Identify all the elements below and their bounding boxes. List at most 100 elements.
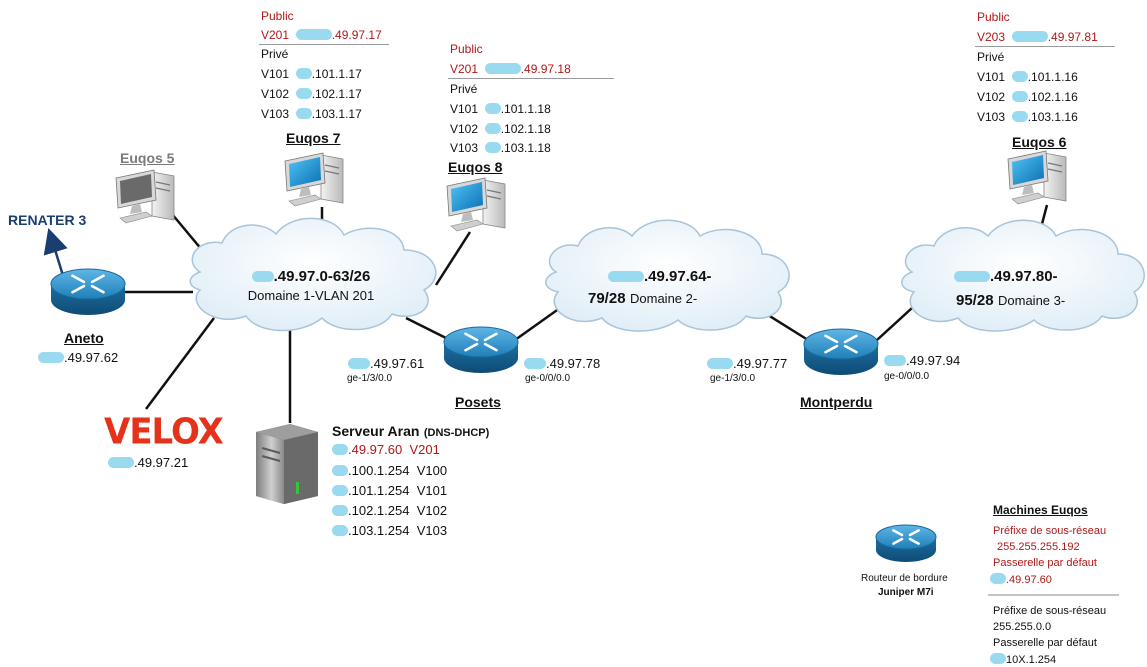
redacted-octet <box>1011 111 1028 122</box>
legend-router-caption-1: Routeur de bordure <box>861 573 948 584</box>
posets-ip-right: .49.97.78 <box>524 356 600 371</box>
montperdu-ip-right: .49.97.94 <box>884 353 960 368</box>
euqos8-rule <box>448 78 614 79</box>
euqos6-public-line: V203 .49.97.81 <box>977 30 1098 44</box>
euqos6-prive-2: V102 .102.1.16 <box>977 90 1078 104</box>
redacted-octet <box>332 465 348 476</box>
cloud-domaine-1 <box>189 217 437 332</box>
workstations <box>115 150 1067 232</box>
router-posets-name: Posets <box>455 394 501 410</box>
euqos5-name: Euqos 5 <box>120 150 175 166</box>
euqos6-name: Euqos 6 <box>1012 134 1067 150</box>
posets-if-right: ge-0/0/0.0 <box>525 373 571 384</box>
euqos8-public-line: V201 .49.97.18 <box>450 62 571 76</box>
redacted-octet <box>484 103 501 114</box>
router-aneto-ip: .49.97.62 <box>38 350 118 365</box>
legend-router-caption-2: Juniper M7i <box>878 587 934 598</box>
velox-logo: VELOX <box>104 411 224 453</box>
euqos8-public-label: Public <box>450 42 483 56</box>
legend-priv-gw: 10X.1.254 <box>990 653 1056 666</box>
redacted-octet <box>608 271 644 282</box>
link-velox-d1 <box>144 317 216 410</box>
server-line-3: .101.1.254 V101 <box>332 483 447 498</box>
renater-label: RENATER 3 <box>8 212 87 228</box>
legend-priv-prefix-label: Préfixe de sous-réseau <box>993 605 1107 617</box>
redacted-octet <box>884 355 906 366</box>
domaine-1-text: .49.97.0-63/26 Domaine 1-VLAN 201 <box>226 268 396 303</box>
euqos8-prive-2: V102 .102.1.18 <box>450 122 551 136</box>
redacted-octet <box>108 457 134 468</box>
euqos7-prive-2: V102 .102.1.17 <box>261 87 362 101</box>
legend-pub-gw: .49.97.60 <box>990 573 1052 586</box>
legend-pub-prefix-label: Préfixe de sous-réseau <box>993 525 1107 537</box>
montperdu-if-left: ge-1/3/0.0 <box>710 373 756 384</box>
router-montperdu-name: Montperdu <box>800 394 873 410</box>
redacted-octet <box>954 271 990 282</box>
server-line-1: .49.97.60 V201 <box>332 442 440 457</box>
domaine-3-line2: 95/28 Domaine 3- <box>956 292 1066 309</box>
legend-priv-gw-label: Passerelle par défaut <box>993 637 1097 649</box>
euqos7-prive-3: V103 .103.1.17 <box>261 107 362 121</box>
server-line-4: .102.1.254 V102 <box>332 503 447 518</box>
legend-priv-prefix: 255.255.0.0 <box>993 621 1052 633</box>
redacted-octet <box>484 123 501 134</box>
router-posets-icon <box>443 326 519 373</box>
redacted-octet <box>1011 31 1048 42</box>
posets-ip-left: .49.97.61 <box>348 356 424 371</box>
euqos7-name: Euqos 7 <box>286 130 341 146</box>
redacted-octet <box>990 573 1006 584</box>
domaine-3-net: .49.97.80- <box>954 268 1058 286</box>
link-d1-posets <box>405 316 451 342</box>
redacted-octet <box>484 63 521 74</box>
router-aneto-icon <box>50 268 126 315</box>
server-line-5: .103.1.254 V103 <box>332 523 447 538</box>
euqos6-prive-label: Privé <box>977 50 1005 64</box>
euqos6-prive-3: V103 .103.1.16 <box>977 110 1078 124</box>
posets-if-left: ge-1/3/0.0 <box>347 373 393 384</box>
redacted-octet <box>295 108 312 119</box>
redacted-octet <box>990 653 1006 664</box>
domaine-2-line2: 79/28 Domaine 2- <box>588 290 698 307</box>
router-aneto-name: Aneto <box>64 330 104 346</box>
euqos7-public-label: Public <box>261 9 294 23</box>
domaine-2-net: .49.97.64- <box>608 268 712 286</box>
router-montperdu-icon <box>803 328 879 375</box>
redacted-octet <box>332 444 348 455</box>
pc-euqos7-icon <box>284 152 344 207</box>
pc-euqos5-icon <box>115 169 175 224</box>
euqos8-name: Euqos 8 <box>448 159 503 175</box>
montperdu-if-right: ge-0/0/0.0 <box>884 371 930 382</box>
redacted-octet <box>484 142 501 153</box>
legend-pub-gw-label: Passerelle par défaut <box>993 557 1097 569</box>
server-title: Serveur Aran (DNS-DHCP) <box>332 423 490 439</box>
cloud-domaine-3 <box>901 219 1145 332</box>
redacted-octet <box>295 29 332 40</box>
link-posets-d2 <box>514 306 561 342</box>
redacted-octet <box>38 352 64 363</box>
server-line-2: .100.1.254 V100 <box>332 463 447 478</box>
link-montperdu-d3 <box>876 307 913 341</box>
redacted-octet <box>348 358 370 369</box>
legend-title: Machines Euqos <box>993 503 1088 517</box>
domaine-1-net: .49.97.0-63/26 <box>226 268 396 285</box>
euqos6-prive-1: V101 .101.1.16 <box>977 70 1078 84</box>
euqos7-prive-1: V101 .101.1.17 <box>261 67 362 81</box>
redacted-octet <box>1011 71 1028 82</box>
euqos7-rule <box>259 44 389 45</box>
euqos6-public-label: Public <box>977 10 1010 24</box>
pc-euqos8-icon <box>446 177 506 232</box>
router-juniper-legend-icon <box>875 524 937 562</box>
euqos8-prive-1: V101 .101.1.18 <box>450 102 551 116</box>
redacted-octet <box>332 485 348 496</box>
velox-ip: .49.97.21 <box>108 455 188 470</box>
euqos8-prive-label: Privé <box>450 82 478 96</box>
links <box>125 204 1049 423</box>
routers <box>50 268 937 562</box>
server-aran-icon <box>256 424 318 504</box>
link-euqos8-d1 <box>434 231 472 286</box>
cloud-domaine-2 <box>545 219 790 332</box>
redacted-octet <box>251 271 274 282</box>
euqos7-prive-label: Privé <box>261 47 289 61</box>
redacted-octet <box>295 88 312 99</box>
